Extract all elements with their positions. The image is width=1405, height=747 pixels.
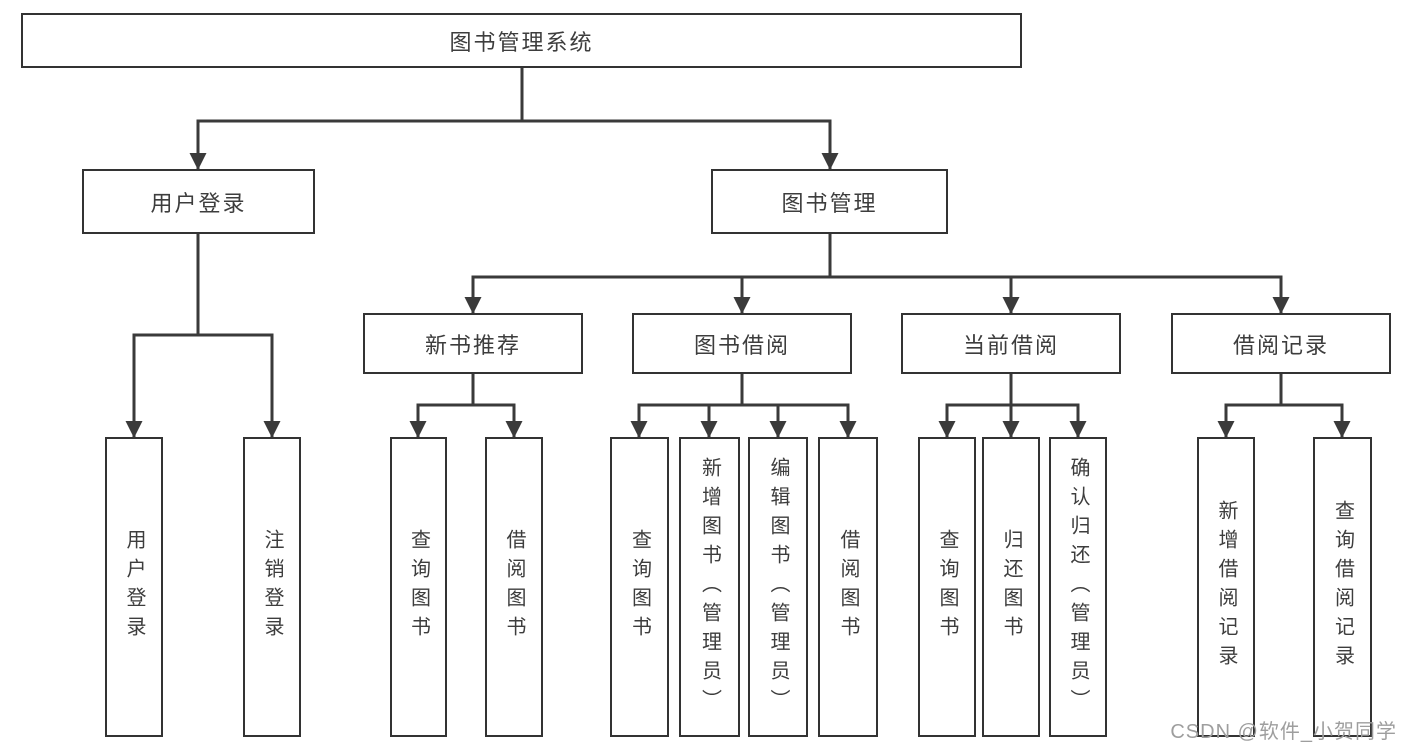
- node-root-system: 图书管理系统: [21, 13, 1022, 68]
- node-user-login: 用户登录: [82, 169, 315, 234]
- node-label: 归还图书: [1000, 529, 1022, 645]
- leaf-add-borrow-record: 新增借阅记录: [1197, 437, 1255, 737]
- node-label: 查询图书: [628, 529, 651, 645]
- csdn-watermark: CSDN @软件_小贺同学: [1170, 721, 1397, 743]
- leaf-recommend-query-book: 查询图书: [390, 437, 447, 737]
- node-label: 注销登录: [261, 529, 283, 645]
- leaf-return-book: 归还图书: [982, 437, 1040, 737]
- node-label: 新增借阅记录: [1215, 500, 1237, 674]
- node-label: 当前借阅: [962, 332, 1059, 358]
- node-book-management: 图书管理: [711, 169, 948, 234]
- leaf-confirm-return-admin: 确认归还（管理员）: [1049, 437, 1107, 737]
- node-label: 查询图书: [407, 529, 430, 645]
- leaf-edit-book-admin: 编辑图书（管理员）: [748, 437, 808, 737]
- leaf-user-login: 用户登录: [105, 437, 163, 737]
- leaf-borrowing-query-book: 查询图书: [610, 437, 669, 737]
- node-borrowing-records: 借阅记录: [1171, 313, 1391, 374]
- node-label: 借阅记录: [1232, 332, 1329, 358]
- leaf-logout: 注销登录: [243, 437, 301, 737]
- leaf-add-book-admin: 新增图书（管理员）: [679, 437, 740, 737]
- leaf-borrowing-borrow-book: 借阅图书: [818, 437, 878, 737]
- node-label: 借阅图书: [503, 529, 525, 645]
- node-label: 图书管理: [781, 190, 878, 216]
- node-label: 新书推荐: [424, 332, 521, 358]
- leaf-current-query-book: 查询图书: [918, 437, 976, 737]
- node-label: 借阅图书: [837, 529, 859, 645]
- node-label: 用户登录: [150, 190, 247, 216]
- node-new-book-recommend: 新书推荐: [363, 313, 583, 374]
- leaf-recommend-borrow-book: 借阅图书: [485, 437, 543, 737]
- node-label: 图书管理系统: [449, 29, 594, 55]
- node-current-borrowing: 当前借阅: [901, 313, 1121, 374]
- node-label: 查询图书: [936, 529, 958, 645]
- node-label: 查询借阅记录: [1331, 500, 1354, 674]
- node-label: 图书借阅: [693, 332, 790, 358]
- node-book-borrowing: 图书借阅: [632, 313, 852, 374]
- node-label: 用户登录: [123, 529, 145, 645]
- node-label: 编辑图书（管理员）: [767, 456, 789, 718]
- node-label: 新增图书（管理员）: [698, 456, 721, 718]
- leaf-query-borrow-record: 查询借阅记录: [1313, 437, 1372, 737]
- node-label: 确认归还（管理员）: [1067, 456, 1089, 718]
